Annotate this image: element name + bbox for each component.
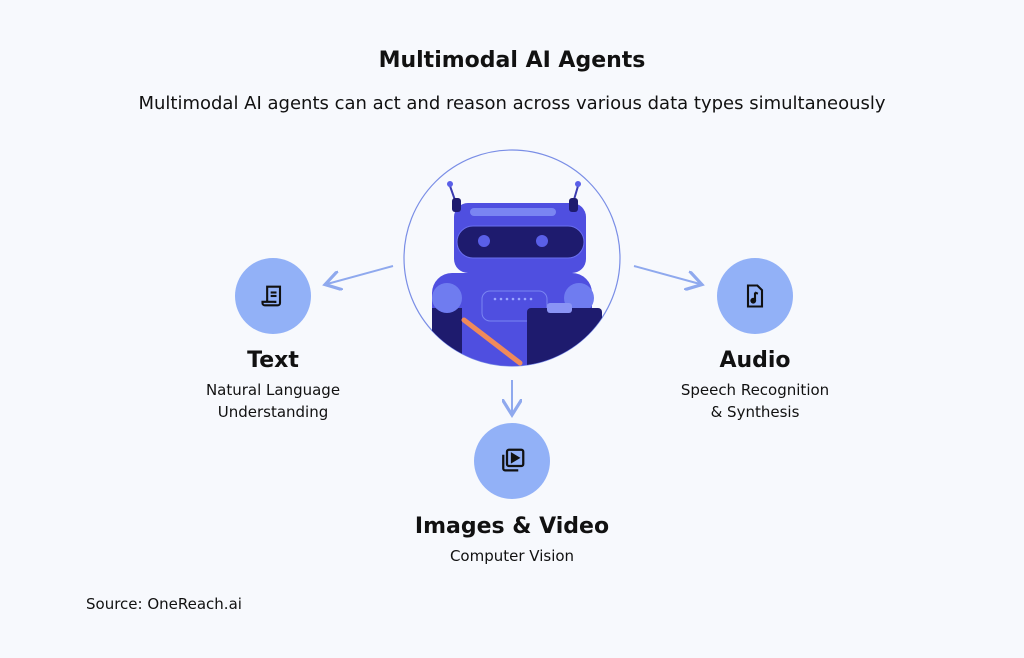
audio-label: Audio Speech Recognition & Synthesis <box>635 348 875 423</box>
text-node <box>235 258 311 334</box>
diagram-title: Multimodal AI Agents <box>378 48 646 73</box>
text-desc-1: Natural Language <box>205 381 341 399</box>
images-label: Images & Video Computer Vision <box>352 514 672 567</box>
text-title: Text <box>247 348 299 373</box>
music-file-icon <box>746 284 764 308</box>
diagram-subtitle: Multimodal AI agents can act and reason … <box>138 93 886 114</box>
audio-desc-2: & Synthesis <box>710 403 800 421</box>
arrow-to-text <box>327 265 394 284</box>
audio-title: Audio <box>719 348 791 373</box>
video-gallery-icon <box>502 448 525 472</box>
text-label: Text Natural Language Understanding <box>153 348 393 423</box>
text-desc-2: Understanding <box>217 403 329 421</box>
document-scroll-icon <box>261 285 282 307</box>
images-video-node <box>474 423 550 499</box>
arrow-to-audio <box>633 265 700 284</box>
images-title: Images & Video <box>414 514 610 539</box>
source-note: Source: OneReach.ai <box>86 595 242 613</box>
audio-node <box>717 258 793 334</box>
audio-desc-1: Speech Recognition <box>680 381 830 399</box>
robot-illustration <box>403 149 621 367</box>
images-desc: Computer Vision <box>449 547 575 565</box>
